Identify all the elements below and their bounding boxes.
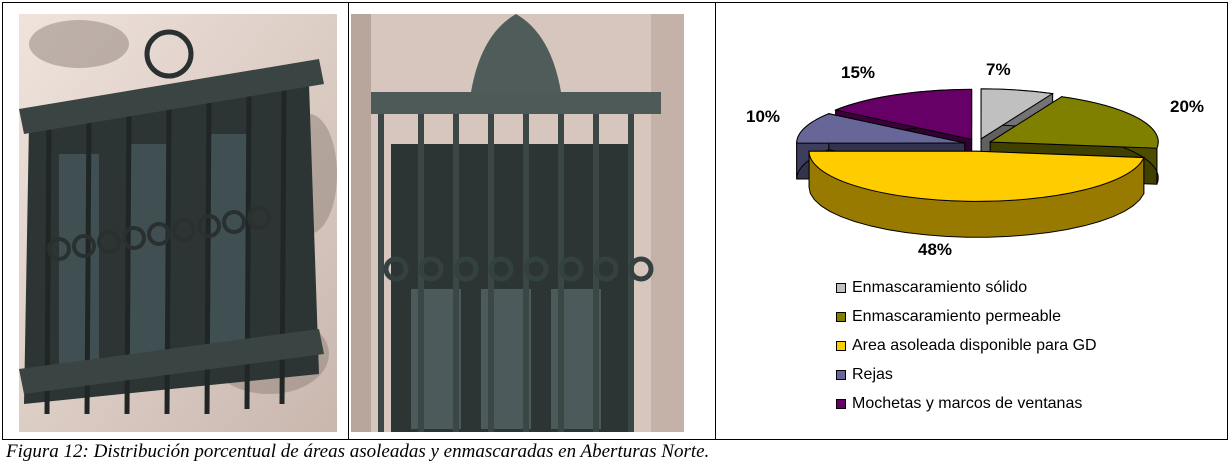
- pie-slice: [834, 88, 973, 141]
- figure-caption: Figura 12: Distribución porcentual de ár…: [6, 441, 710, 462]
- divider-2: [715, 2, 716, 440]
- legend-item: Enmascaramiento permeable: [836, 305, 1097, 328]
- figure-frame: [2, 2, 1228, 440]
- legend-label: Rejas: [852, 365, 893, 383]
- legend-label: Area asoleada disponible para GD: [852, 336, 1097, 354]
- legend-item: Enmascaramiento sólido: [836, 276, 1097, 299]
- legend-label: Mochetas y marcos de ventanas: [852, 394, 1083, 412]
- pie-chart: [796, 88, 1159, 238]
- legend-swatch-permeable: [836, 311, 846, 322]
- pie-tops: [796, 88, 1159, 202]
- legend-label: Enmascaramiento permeable: [852, 307, 1061, 325]
- slice-label-rejas: 10%: [746, 107, 781, 126]
- pie-slice: [796, 113, 965, 144]
- window-photo-left: [19, 14, 337, 432]
- window-photo-right: [351, 14, 684, 432]
- pie-slice: [980, 88, 1055, 140]
- slice-label-sunlit: 48%: [918, 240, 953, 259]
- slice-label-solid: 7%: [986, 60, 1011, 79]
- legend-swatch-solid: [836, 282, 846, 293]
- chart-legend: Enmascaramiento sólido Enmascaramiento p…: [836, 276, 1097, 421]
- pie-slice: [808, 150, 1145, 202]
- legend-item: Rejas: [836, 363, 1097, 386]
- legend-item: Area asoleada disponible para GD: [836, 334, 1097, 357]
- divider-1: [348, 2, 349, 440]
- slice-label-permeable: 20%: [1170, 97, 1205, 116]
- pie-slice: [988, 96, 1159, 149]
- legend-label: Enmascaramiento sólido: [852, 278, 1028, 296]
- slice-label-mochetas: 15%: [841, 63, 876, 82]
- legend-swatch-sunlit: [836, 340, 846, 351]
- legend-item: Mochetas y marcos de ventanas: [836, 392, 1097, 415]
- legend-swatch-rejas: [836, 369, 846, 380]
- legend-swatch-mochetas: [836, 398, 846, 409]
